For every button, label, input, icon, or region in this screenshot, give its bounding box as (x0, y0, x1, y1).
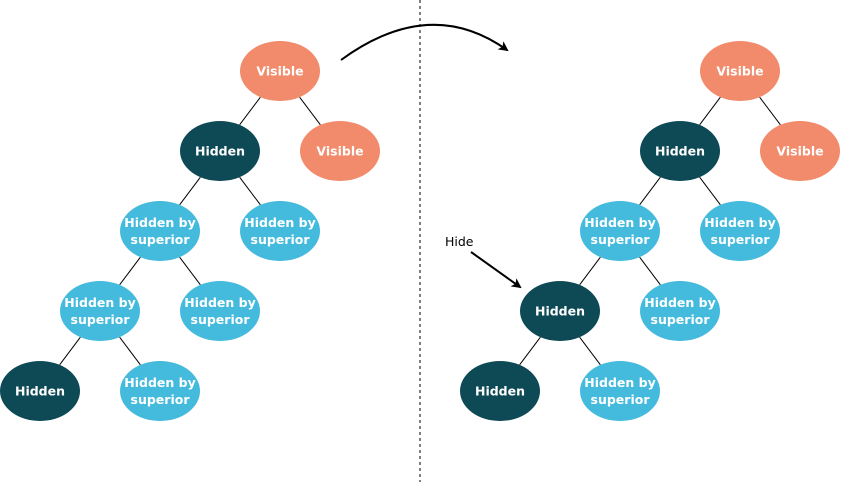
tree-node-hidden-by-superior: Hidden by superior (120, 361, 200, 421)
node-label: Hidden by (124, 375, 195, 390)
tree-edge (59, 336, 81, 366)
node-label: Hidden by (644, 295, 715, 310)
tree-edge (699, 176, 721, 206)
hide-label: Hide (445, 234, 474, 249)
node-shape (760, 121, 840, 181)
node-shape (460, 361, 540, 421)
node-label: superior (591, 392, 651, 407)
tree-edge (119, 256, 141, 286)
node-shape (120, 201, 200, 261)
tree-edge (759, 96, 781, 126)
node-shape (0, 361, 80, 421)
transition-arrow (340, 23, 509, 61)
tree-node-hidden-by-superior: Hidden by superior (180, 281, 260, 341)
tree-edge (699, 96, 721, 126)
tree-edge (519, 336, 541, 366)
node-shape (580, 201, 660, 261)
tree-node-hidden: Hidden (460, 361, 540, 421)
node-label: superior (131, 392, 191, 407)
tree-edge (639, 256, 661, 286)
node-label: Hidden (655, 144, 705, 159)
tree-edge (179, 176, 201, 206)
node-label: Hidden (195, 144, 245, 159)
node-shape (640, 121, 720, 181)
node-label: superior (191, 312, 251, 327)
node-shape (180, 121, 260, 181)
node-shape (640, 281, 720, 341)
node-label: superior (591, 232, 651, 247)
node-label: Hidden by (244, 215, 315, 230)
node-shape (520, 281, 600, 341)
tree-node-visible: Visible (700, 41, 780, 101)
tree-node-hidden-by-superior: Hidden by superior (700, 201, 780, 261)
tree-node-hidden-by-superior: Hidden by superior (60, 281, 140, 341)
node-shape (120, 361, 200, 421)
tree-edge (579, 256, 601, 286)
tree-node-hidden-by-superior: Hidden by superior (580, 361, 660, 421)
node-label: Visible (776, 144, 823, 159)
tree-edge (239, 96, 261, 126)
node-label: Hidden by (584, 375, 655, 390)
tree-node-hidden: Hidden (0, 361, 80, 421)
tree-node-visible: Visible (300, 121, 380, 181)
node-shape (700, 41, 780, 101)
node-label: superior (651, 312, 711, 327)
tree-node-hidden: Hidden (520, 281, 600, 341)
node-label: Hidden (535, 304, 585, 319)
node-shape (180, 281, 260, 341)
node-label: Hidden by (64, 295, 135, 310)
tree-edge (239, 176, 261, 206)
tree-edge (299, 96, 321, 126)
tree-node-hidden-by-superior: Hidden by superior (640, 281, 720, 341)
tree-edge (639, 176, 661, 206)
node-label: Visible (316, 144, 363, 159)
tree-edge (179, 256, 201, 286)
node-label: Hidden by (184, 295, 255, 310)
node-shape (60, 281, 140, 341)
node-label: Hidden (15, 384, 65, 399)
tree-node-hidden-by-superior: Hidden by superior (120, 201, 200, 261)
tree-node-visible: Visible (760, 121, 840, 181)
node-label: Hidden by (584, 215, 655, 230)
node-label: Hidden by (704, 215, 775, 230)
node-shape (700, 201, 780, 261)
tree-edge (119, 336, 141, 366)
node-label: superior (71, 312, 131, 327)
node-label: Visible (716, 64, 763, 79)
node-label: Visible (256, 64, 303, 79)
hide-pointer-arrow (470, 251, 522, 289)
tree-node-hidden-by-superior: Hidden by superior (240, 201, 320, 261)
node-shape (240, 41, 320, 101)
node-shape (240, 201, 320, 261)
tree-node-visible: Visible (240, 41, 320, 101)
node-label: superior (711, 232, 771, 247)
node-label: Hidden by (124, 215, 195, 230)
node-label: superior (131, 232, 191, 247)
node-shape (580, 361, 660, 421)
tree-node-hidden: Hidden (640, 121, 720, 181)
tree-node-hidden-by-superior: Hidden by superior (580, 201, 660, 261)
tree-node-hidden: Hidden (180, 121, 260, 181)
node-shape (300, 121, 380, 181)
node-label: Hidden (475, 384, 525, 399)
node-label: superior (251, 232, 311, 247)
tree-edge (579, 336, 601, 366)
